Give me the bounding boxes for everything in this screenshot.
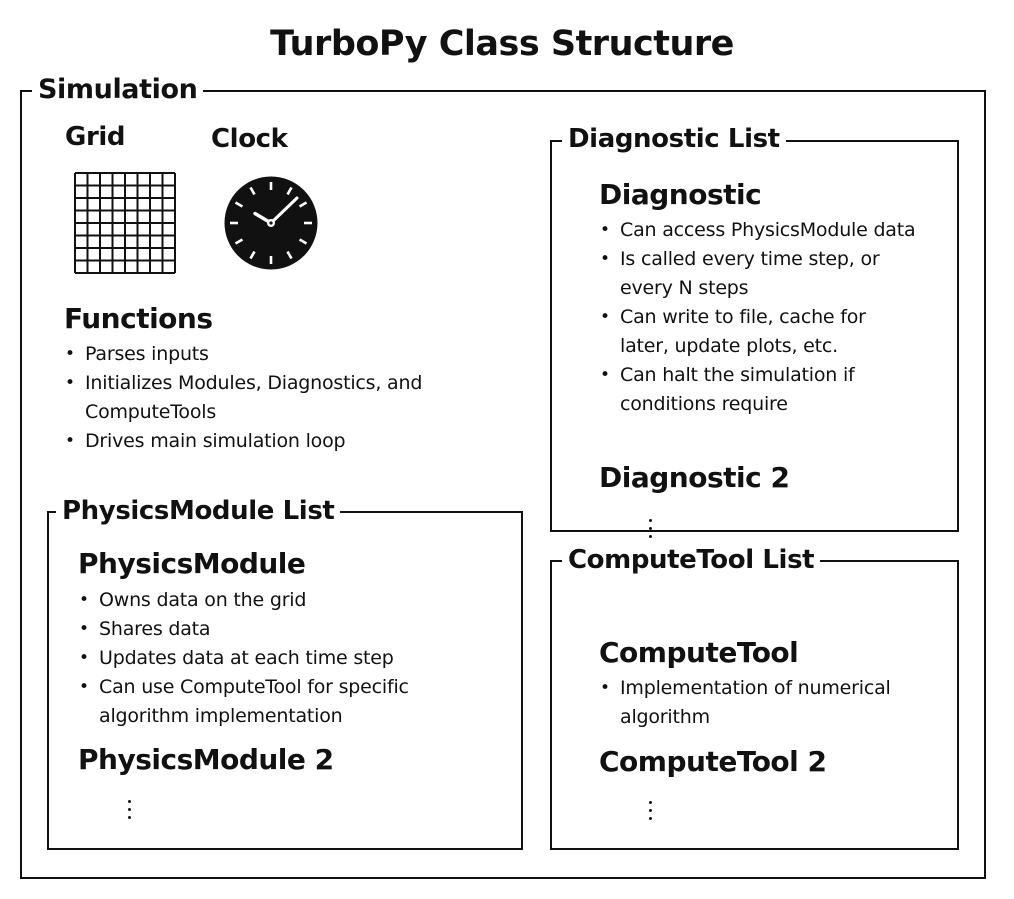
physics-module-item: Owns data on the grid [78, 586, 478, 615]
clock-tick [234, 201, 244, 208]
diagnostic-heading: Diagnostic [599, 178, 762, 211]
diagnostic-items: Can access PhysicsModule data Is called … [599, 216, 919, 419]
diagnostic-item: Can access PhysicsModule data [599, 216, 919, 245]
physics-module-item: Shares data [78, 615, 478, 644]
vertical-ellipsis-icon [128, 800, 134, 824]
vertical-ellipsis-icon [649, 801, 655, 825]
compute-tool-item: Implementation of numerical algorithm [599, 674, 929, 732]
functions-list: Parses inputs Initializes Modules, Diagn… [64, 340, 484, 456]
simulation-box [20, 90, 986, 879]
compute-tool-heading: ComputeTool [599, 636, 799, 669]
clock-tick [298, 201, 308, 208]
physics-module-heading: PhysicsModule [78, 547, 306, 580]
grid-icon [74, 172, 176, 274]
physics-module-list-label: PhysicsModule List [56, 494, 341, 528]
clock-tick [286, 250, 293, 260]
diagram-title: TurboPy Class Structure [270, 24, 734, 64]
clock-tick [286, 186, 293, 196]
diagnostic-item: Is called every time step, or every N st… [599, 245, 919, 303]
physics-module-items: Owns data on the grid Shares data Update… [78, 586, 478, 731]
physics-module-item: Can use ComputeTool for specific algorit… [78, 673, 478, 731]
diagnostic-item: Can halt the simulation if conditions re… [599, 361, 919, 419]
physics-module-item: Updates data at each time step [78, 644, 478, 673]
diagnostic-list-label: Diagnostic List [562, 122, 786, 156]
simulation-label: Simulation [32, 73, 204, 107]
functions-heading: Functions [64, 302, 213, 335]
clock-label: Clock [211, 124, 288, 154]
diagnostic-2-heading: Diagnostic 2 [599, 461, 790, 494]
compute-tool-2-heading: ComputeTool 2 [599, 745, 827, 778]
functions-item: Parses inputs [64, 340, 484, 369]
functions-item: Drives main simulation loop [64, 427, 484, 456]
clock-tick [234, 238, 244, 245]
clock-tick [298, 238, 308, 245]
physics-module-2-heading: PhysicsModule 2 [78, 743, 334, 776]
compute-tool-items: Implementation of numerical algorithm [599, 674, 929, 732]
diagnostic-item: Can write to file, cache for later, upda… [599, 303, 919, 361]
clock-tick [249, 250, 256, 260]
vertical-ellipsis-icon [649, 519, 655, 543]
functions-item: Initializes Modules, Diagnostics, and Co… [64, 369, 484, 427]
compute-tool-list-label: ComputeTool List [562, 543, 821, 577]
grid-label: Grid [65, 122, 126, 152]
clock-icon [224, 176, 318, 270]
clock-tick [249, 186, 256, 196]
